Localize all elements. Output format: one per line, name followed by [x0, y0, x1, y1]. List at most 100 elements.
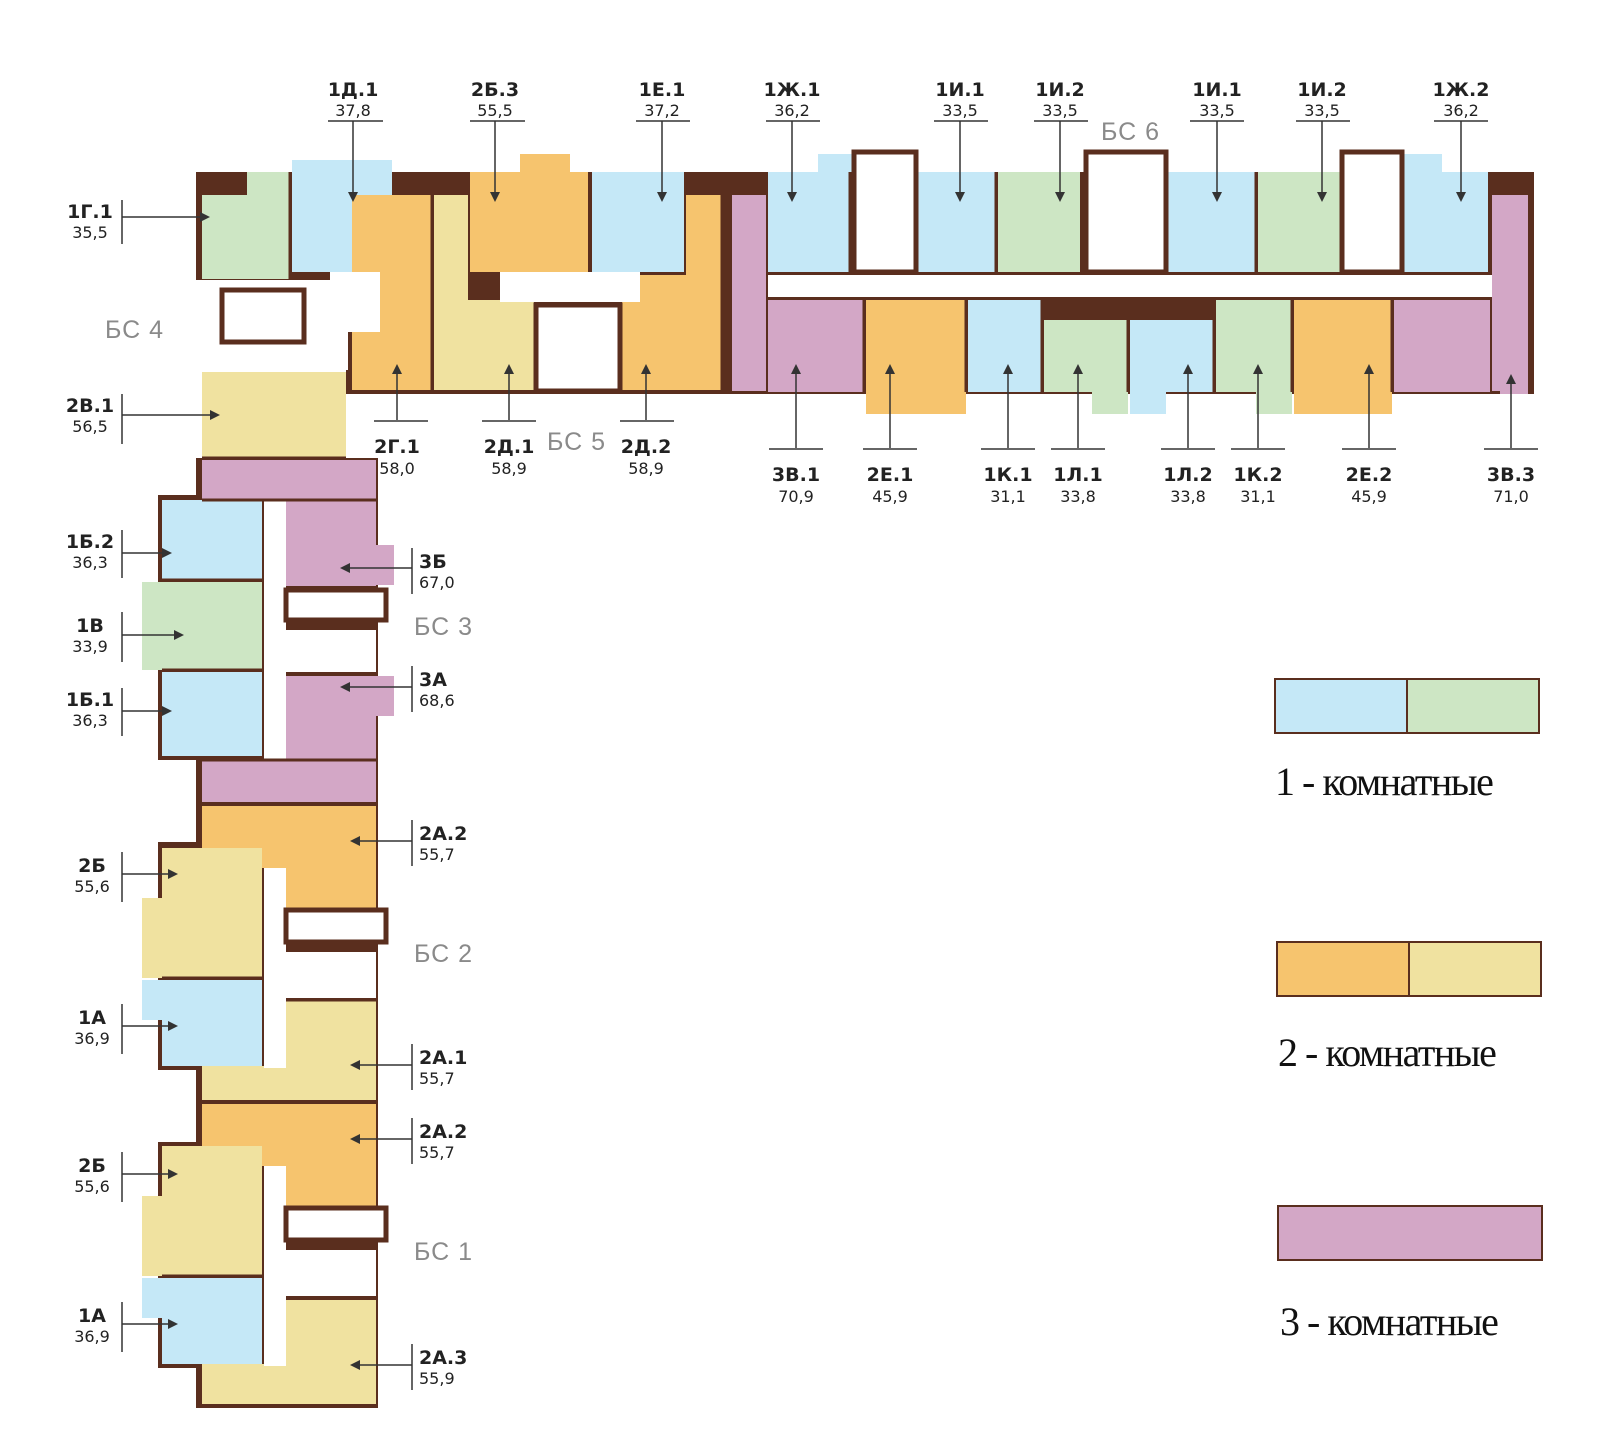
legend-label-1-room: 1 - комнатные	[1275, 759, 1493, 804]
svg-text:3В.3: 3В.3	[1487, 464, 1535, 486]
svg-text:33,8: 33,8	[1170, 487, 1206, 506]
apt-2a3[interactable]	[286, 1300, 376, 1404]
svg-text:58,0: 58,0	[379, 459, 415, 478]
apt-1b1[interactable]	[162, 672, 262, 756]
unit-label-2a2b: 2А.255,7	[350, 1118, 467, 1164]
cores-bs6	[851, 149, 1405, 275]
apt-3-bottom[interactable]	[202, 760, 376, 802]
apt-2b3[interactable]	[470, 172, 588, 272]
svg-text:31,1: 31,1	[990, 487, 1026, 506]
svg-text:55,7: 55,7	[419, 1069, 455, 1088]
apt-3v1[interactable]	[768, 300, 864, 392]
apt-1g1-b[interactable]	[247, 172, 290, 279]
apt-1i2b[interactable]	[1258, 172, 1340, 272]
apt-3b[interactable]	[286, 500, 376, 586]
apt-2v1[interactable]	[202, 372, 346, 458]
apt-3v1-left[interactable]	[732, 195, 766, 391]
svg-text:3А: 3А	[419, 669, 447, 691]
unit-label-1i1b: 1И.133,5	[1190, 79, 1244, 202]
apt-1g1[interactable]	[202, 195, 247, 279]
svg-text:1И.2: 1И.2	[1297, 79, 1347, 101]
unit-label-1zh1: 1Ж.136,2	[764, 79, 821, 202]
apartments-bs6	[732, 154, 1528, 414]
svg-text:2А.3: 2А.3	[419, 1347, 467, 1369]
apt-2b-b[interactable]	[162, 1146, 262, 1276]
legend-swatch-blue	[1274, 678, 1408, 734]
svg-text:35,5: 35,5	[72, 223, 108, 242]
svg-text:1Л.2: 1Л.2	[1163, 464, 1212, 486]
svg-text:68,6: 68,6	[419, 691, 455, 710]
svg-text:1В: 1В	[76, 615, 104, 637]
svg-text:1А: 1А	[78, 1305, 106, 1327]
svg-text:36,9: 36,9	[74, 1327, 110, 1346]
apt-1k1[interactable]	[968, 300, 1042, 392]
svg-text:2А.2: 2А.2	[419, 823, 467, 845]
svg-text:45,9: 45,9	[872, 487, 908, 506]
apt-2a2a-b[interactable]	[286, 868, 376, 908]
svg-text:55,7: 55,7	[419, 845, 455, 864]
apt-3a[interactable]	[286, 676, 376, 760]
svg-text:55,9: 55,9	[419, 1369, 455, 1388]
apt-2d1[interactable]	[434, 300, 534, 390]
svg-text:1Б.2: 1Б.2	[66, 531, 114, 553]
section-label-bs6: БС 6	[1101, 118, 1160, 146]
unit-label-1i2b: 1И.233,5	[1296, 79, 1350, 202]
apt-1l2[interactable]	[1130, 320, 1214, 392]
svg-text:33,5: 33,5	[1304, 101, 1340, 120]
apt-2b-a[interactable]	[162, 848, 262, 978]
section-labels: БС 4 БС 5 БС 6 БС 3 БС 2 БС 1	[105, 118, 1160, 1266]
svg-text:2А.2: 2А.2	[419, 1121, 467, 1143]
apt-1l1[interactable]	[1044, 320, 1128, 392]
apt-1a-a[interactable]	[162, 980, 262, 1066]
apt-1zh2[interactable]	[1404, 172, 1488, 272]
svg-text:33,9: 33,9	[72, 637, 108, 656]
legend-swatch-green	[1406, 678, 1540, 734]
legend-swatch-yellow	[1408, 941, 1542, 997]
interior-walls-vertical	[162, 456, 376, 1300]
apt-1e1[interactable]	[592, 172, 684, 272]
svg-text:1И.1: 1И.1	[935, 79, 985, 101]
unit-label-1k2: 1К.231,1	[1231, 364, 1285, 506]
unit-label-1b1: 1Б.136,3	[66, 688, 172, 736]
unit-label-1i2a: 1И.233,5	[1034, 79, 1088, 202]
svg-text:1Ж.1: 1Ж.1	[764, 79, 821, 101]
apt-1i2a[interactable]	[998, 172, 1080, 272]
section-label-bs3: БС 3	[414, 613, 473, 641]
apt-1b2[interactable]	[162, 500, 262, 580]
apt-3-top[interactable]	[202, 460, 376, 500]
unit-label-2e1: 2Е.145,9	[863, 364, 917, 506]
svg-text:1К.2: 1К.2	[1233, 464, 1282, 486]
legend-item-3-room: 3 - комнатные	[1277, 1205, 1543, 1344]
svg-text:1К.1: 1К.1	[983, 464, 1032, 486]
apt-1i1a[interactable]	[918, 172, 996, 272]
core-bs5	[500, 272, 640, 394]
svg-text:2В.1: 2В.1	[66, 395, 114, 417]
apt-1k2[interactable]	[1216, 300, 1292, 392]
svg-text:1Л.1: 1Л.1	[1053, 464, 1102, 486]
legend-item-2-room: 2 - комнатные	[1276, 941, 1542, 1075]
apt-1zh1[interactable]	[768, 172, 850, 272]
apt-1a-b[interactable]	[162, 1278, 262, 1364]
apt-1i1b[interactable]	[1168, 172, 1256, 272]
apt-2e2[interactable]	[1294, 300, 1392, 392]
apt-2a1[interactable]	[286, 1000, 376, 1100]
unit-label-2d1: 2Д.158,9	[482, 364, 536, 478]
svg-text:1Е.1: 1Е.1	[639, 79, 686, 101]
apt-1v[interactable]	[142, 582, 262, 670]
svg-text:33,5: 33,5	[1042, 101, 1078, 120]
svg-text:2Е.2: 2Е.2	[1346, 464, 1393, 486]
svg-text:2Г.1: 2Г.1	[374, 436, 420, 458]
svg-text:1Ж.2: 1Ж.2	[1433, 79, 1490, 101]
svg-text:36,9: 36,9	[74, 1029, 110, 1048]
unit-label-1zh2: 1Ж.236,2	[1433, 79, 1490, 202]
apt-2e1[interactable]	[866, 300, 966, 392]
apt-3v3[interactable]	[1394, 300, 1490, 392]
